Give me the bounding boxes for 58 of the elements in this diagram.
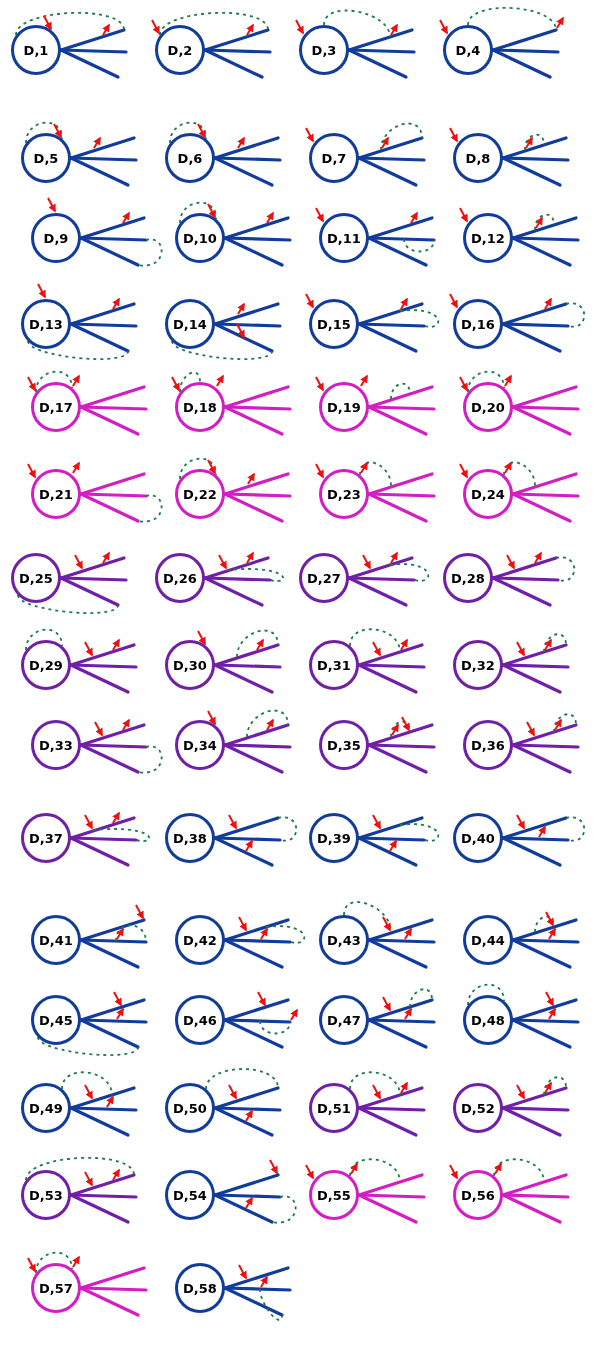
node-label: D,22: [183, 487, 217, 501]
node-label: D,57: [39, 1281, 73, 1295]
node-label: D,10: [183, 231, 217, 245]
node-label: D,40: [461, 831, 495, 845]
node-label: D,28: [451, 571, 485, 585]
node-label: D,1: [23, 43, 49, 57]
node-label: D,15: [317, 317, 351, 331]
node-label: D,11: [327, 231, 361, 245]
node-label: D,3: [311, 43, 337, 57]
node-label: D,49: [29, 1101, 63, 1115]
node-label: D,8: [465, 151, 491, 165]
node-label: D,29: [29, 658, 63, 672]
node-label: D,27: [307, 571, 341, 585]
node-label: D,52: [461, 1101, 495, 1115]
node-label: D,17: [39, 400, 73, 414]
node-label: D,54: [173, 1188, 207, 1202]
node-label: D,50: [173, 1101, 207, 1115]
node-label: D,9: [43, 231, 69, 245]
node-label: D,48: [471, 1013, 505, 1027]
node-label: D,5: [33, 151, 59, 165]
node-label: D,36: [471, 738, 505, 752]
node-label: D,20: [471, 400, 505, 414]
node-label: D,6: [177, 151, 203, 165]
node-label: D,13: [29, 317, 63, 331]
node-label: D,39: [317, 831, 351, 845]
node-label: D,43: [327, 933, 361, 947]
node-label: D,21: [39, 487, 73, 501]
node-label: D,30: [173, 658, 207, 672]
node-label: D,24: [471, 487, 505, 501]
node-label: D,53: [29, 1188, 63, 1202]
node-label: D,51: [317, 1101, 351, 1115]
node-label: D,55: [317, 1188, 351, 1202]
node-label: D,56: [461, 1188, 495, 1202]
node-label: D,23: [327, 487, 361, 501]
node-label: D,18: [183, 400, 217, 414]
node-label: D,12: [471, 231, 505, 245]
node-label: D,35: [327, 738, 361, 752]
node-label: D,16: [461, 317, 495, 331]
node-label: D,38: [173, 831, 207, 845]
node-label: D,42: [183, 933, 217, 947]
node-label: D,19: [327, 400, 361, 414]
node-label: D,33: [39, 738, 73, 752]
node-label: D,4: [455, 43, 481, 57]
node-label: D,34: [183, 738, 217, 752]
node-label: D,32: [461, 658, 495, 672]
node-label: D,26: [163, 571, 197, 585]
node-label: D,14: [173, 317, 207, 331]
node-label: D,58: [183, 1281, 217, 1295]
node-label: D,41: [39, 933, 73, 947]
node-label: D,46: [183, 1013, 217, 1027]
node-label: D,45: [39, 1013, 73, 1027]
node-label: D,7: [321, 151, 347, 165]
node-label: D,44: [471, 933, 505, 947]
node-label: D,31: [317, 658, 351, 672]
node-label: D,2: [167, 43, 193, 57]
node-label: D,47: [327, 1013, 361, 1027]
node-label: D,37: [29, 831, 63, 845]
node-label: D,25: [19, 571, 53, 585]
